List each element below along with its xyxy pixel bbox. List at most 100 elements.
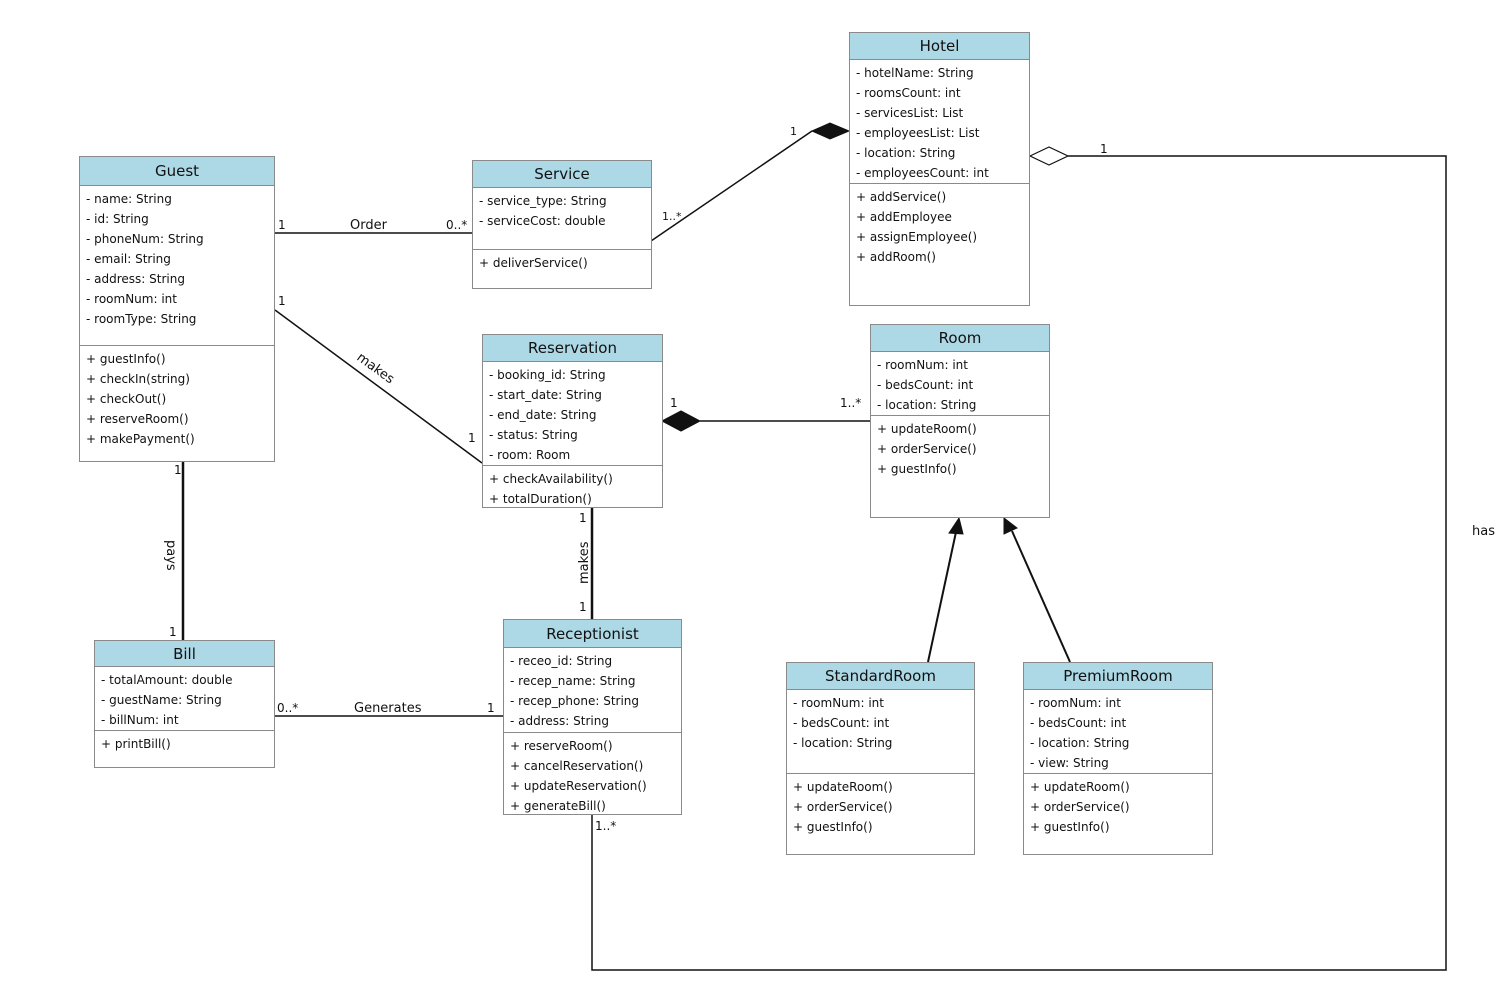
class-title: Reservation xyxy=(483,335,662,362)
attribute: - bedsCount: int xyxy=(793,716,890,730)
service-hotel-composition xyxy=(650,130,813,242)
aggregation-diamond-hotel xyxy=(1028,146,1070,166)
generates-mult-receptionist: 1 xyxy=(487,701,495,715)
method: + reserveRoom() xyxy=(510,739,613,753)
method: + checkAvailability() xyxy=(489,472,613,486)
attribute: - name: String xyxy=(86,192,172,206)
attribute: - bedsCount: int xyxy=(1030,716,1127,730)
method: + totalDuration() xyxy=(489,492,592,506)
composition-diamond-hotel xyxy=(810,122,851,140)
method: + guestInfo() xyxy=(877,462,957,476)
attribute: - roomNum: int xyxy=(86,292,177,306)
order-label: Order xyxy=(350,218,388,233)
receptionist-hotel-aggregation xyxy=(591,155,1447,971)
method: + guestInfo() xyxy=(86,352,166,366)
service-hotel-mult-hotel: 1 xyxy=(790,125,797,138)
class-title: Hotel xyxy=(850,33,1029,60)
reservation-receptionist-label: makes xyxy=(577,541,592,584)
has-mult-receptionist: 1..* xyxy=(595,819,616,833)
guest-reservation-mult-reservation: 1 xyxy=(468,431,476,445)
reservation-room-mult-reservation: 1 xyxy=(670,396,678,410)
attribute: - location: String xyxy=(877,398,977,412)
method: + guestInfo() xyxy=(793,820,873,834)
reservation-receptionist-mult-reservation: 1 xyxy=(579,511,587,525)
attribute: - end_date: String xyxy=(489,408,597,422)
class-title: PremiumRoom xyxy=(1024,663,1212,690)
attribute: - recep_phone: String xyxy=(510,694,640,708)
method: + printBill() xyxy=(101,737,171,751)
methods-section: + checkAvailability() + totalDuration() xyxy=(483,466,662,507)
methods-section: + reserveRoom() + cancelReservation() + … xyxy=(504,733,681,814)
class-title: Service xyxy=(473,161,651,188)
attribute: - address: String xyxy=(86,272,185,286)
bill-class: Bill - totalAmount: double - guestName: … xyxy=(94,640,275,768)
class-title: Guest xyxy=(80,157,274,186)
methods-section: + deliverService() xyxy=(473,250,651,288)
method: + guestInfo() xyxy=(1030,820,1110,834)
attribute: - service_type: String xyxy=(479,194,607,208)
attributes-section: - roomNum: int - bedsCount: int - locati… xyxy=(871,352,1049,416)
attribute: - receo_id: String xyxy=(510,654,613,668)
reservation-room-mult-room: 1..* xyxy=(840,396,861,410)
guest-reservation-association xyxy=(274,309,483,464)
attributes-section: - roomNum: int - bedsCount: int - locati… xyxy=(787,690,974,774)
method: + orderService() xyxy=(793,800,893,814)
methods-section: + updateRoom() + orderService() + guestI… xyxy=(787,774,974,854)
order-mult-guest: 1 xyxy=(278,218,286,232)
class-title: Room xyxy=(871,325,1049,352)
attribute: - employeesCount: int xyxy=(856,166,989,180)
attributes-section: - roomNum: int - bedsCount: int - locati… xyxy=(1024,690,1212,774)
attribute: - billNum: int xyxy=(101,713,179,727)
attributes-section: - receo_id: String - recep_name: String … xyxy=(504,648,681,733)
generalization-arrowhead-premium xyxy=(1003,516,1018,535)
method: + checkOut() xyxy=(86,392,167,406)
method: + checkIn(string) xyxy=(86,372,190,386)
attribute: - totalAmount: double xyxy=(101,673,233,687)
guest-reservation-mult-guest: 1 xyxy=(278,294,286,308)
composition-diamond-reservation xyxy=(660,410,702,432)
methods-section: + printBill() xyxy=(95,731,274,767)
class-title: Receptionist xyxy=(504,620,681,648)
attribute: - location: String xyxy=(1030,736,1130,750)
attribute: - booking_id: String xyxy=(489,368,606,382)
receptionist-class: Receptionist - receo_id: String - recep_… xyxy=(503,619,682,815)
methods-section: + guestInfo() + checkIn(string) + checkO… xyxy=(80,346,274,461)
attribute: - status: String xyxy=(489,428,578,442)
attributes-section: - service_type: String - serviceCost: do… xyxy=(473,188,651,250)
attributes-section: - totalAmount: double - guestName: Strin… xyxy=(95,667,274,731)
method: + addService() xyxy=(856,190,947,204)
attribute: - view: String xyxy=(1030,756,1109,770)
method: + assignEmployee() xyxy=(856,230,978,244)
method: + updateReservation() xyxy=(510,779,647,793)
method: + deliverService() xyxy=(479,256,588,270)
attribute: - email: String xyxy=(86,252,171,266)
attribute: - serviceCost: double xyxy=(479,214,606,228)
premiumroom-class: PremiumRoom - roomNum: int - bedsCount: … xyxy=(1023,662,1213,855)
attribute: - servicesList: List xyxy=(856,106,964,120)
method: + updateRoom() xyxy=(793,780,893,794)
order-mult-service: 0..* xyxy=(446,218,467,232)
pays-label: pays xyxy=(163,540,178,571)
attribute: - start_date: String xyxy=(489,388,602,402)
attribute: - hotelName: String xyxy=(856,66,974,80)
generates-mult-bill: 0..* xyxy=(277,701,298,715)
pays-mult-guest: 1 xyxy=(174,463,182,477)
guest-class: Guest - name: String - id: String - phon… xyxy=(79,156,275,462)
attribute: - address: String xyxy=(510,714,609,728)
attribute: - recep_name: String xyxy=(510,674,636,688)
standardroom-class: StandardRoom - roomNum: int - bedsCount:… xyxy=(786,662,975,855)
method: + cancelReservation() xyxy=(510,759,644,773)
attributes-section: - name: String - id: String - phoneNum: … xyxy=(80,186,274,346)
reservation-class: Reservation - booking_id: String - start… xyxy=(482,334,663,508)
guest-reservation-label: makes xyxy=(354,350,397,387)
class-title: Bill xyxy=(95,641,274,667)
attribute: - roomNum: int xyxy=(793,696,884,710)
has-label: has xyxy=(1472,524,1495,539)
attribute: - id: String xyxy=(86,212,149,226)
method: + updateRoom() xyxy=(1030,780,1130,794)
attribute: - bedsCount: int xyxy=(877,378,974,392)
premiumroom-generalization xyxy=(1011,530,1071,663)
attributes-section: - hotelName: String - roomsCount: int - … xyxy=(850,60,1029,184)
service-hotel-mult-service: 1..* xyxy=(662,210,682,223)
